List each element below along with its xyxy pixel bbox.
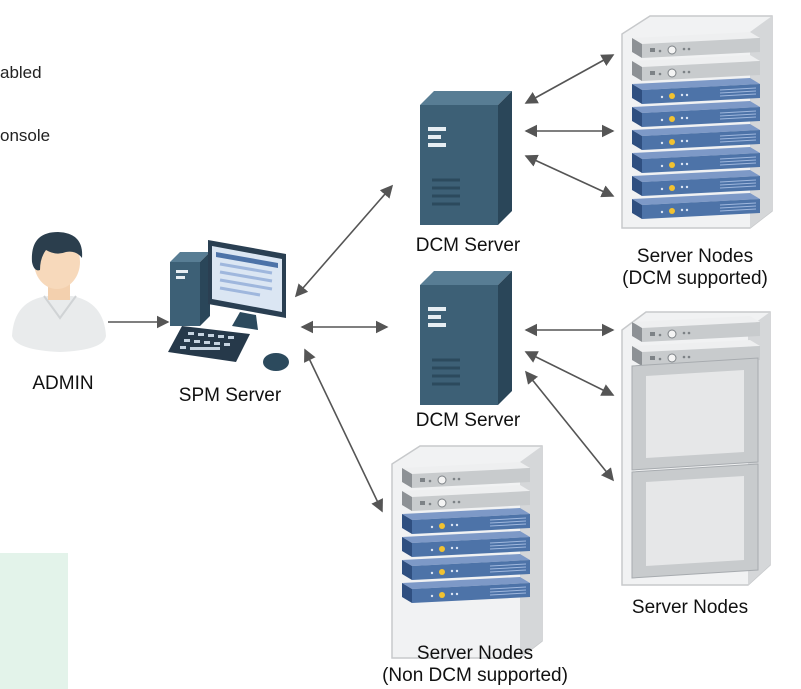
- server-nodes-dcm-label-line2: (DCM supported): [622, 268, 768, 289]
- connector-arrows: [108, 54, 615, 513]
- server-nodes-non-dcm-label-line1: Server Nodes: [416, 643, 534, 664]
- admin-label: ADMIN: [32, 373, 94, 394]
- server-rack-icon-non-dcm: [391, 445, 543, 659]
- cropped-text-line-2: onsole: [0, 126, 51, 145]
- tower-server-icon-mid: [418, 269, 514, 407]
- spm-server-label: SPM Server: [178, 385, 282, 406]
- server-nodes-non-dcm-label-line2: (Non DCM supported): [382, 665, 568, 686]
- server-nodes-plain-label: Server Nodes: [631, 597, 749, 618]
- side-panel: [0, 553, 68, 689]
- server-nodes-dcm-label-line1: Server Nodes: [636, 246, 754, 267]
- server-rack-icon-plain: [621, 311, 771, 586]
- admin-user-icon: [12, 232, 106, 352]
- dcm-server-top-label: DCM Server: [415, 235, 521, 256]
- workstation-icon: [168, 240, 289, 371]
- dcm-server-mid-label: DCM Server: [415, 410, 521, 431]
- server-nodes-dcm-label: Server Nodes (DCM supported): [600, 246, 790, 290]
- server-nodes-non-dcm-label: Server Nodes (Non DCM supported): [370, 643, 580, 687]
- server-rack-icon-dcm: [621, 15, 773, 229]
- cropped-text-line-1: abled: [0, 63, 42, 82]
- tower-server-icon-top: [418, 89, 514, 227]
